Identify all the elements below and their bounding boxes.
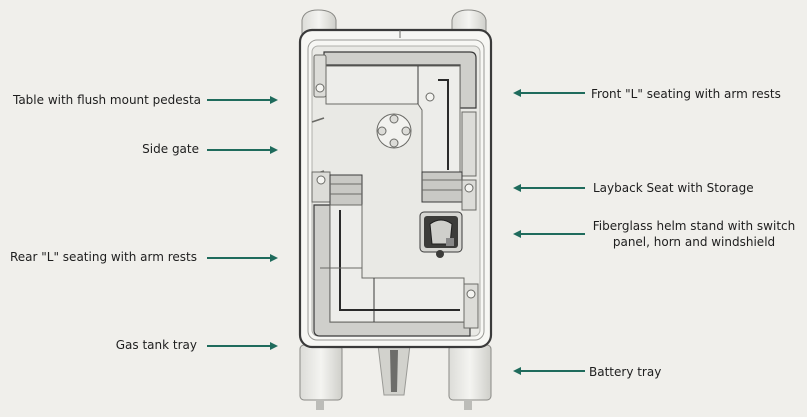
front-l-seating bbox=[313, 51, 477, 177]
label-side-gate: Side gate bbox=[142, 142, 199, 156]
helm-stand bbox=[419, 211, 463, 258]
rear-pontoons bbox=[299, 344, 492, 410]
label-front-seating: Front "L" seating with arm rests bbox=[591, 87, 781, 101]
label-gas-tank: Gas tank tray bbox=[115, 338, 197, 352]
layback-seat bbox=[421, 171, 477, 211]
rear-l-seating bbox=[311, 171, 479, 337]
front-pontoons bbox=[301, 9, 487, 36]
table bbox=[376, 113, 412, 149]
label-table: Table with flush mount pedesta bbox=[12, 93, 201, 107]
label-layback-seat: Layback Seat with Storage bbox=[593, 181, 754, 195]
label-helm: Fiberglass helm stand with switch panel,… bbox=[592, 219, 796, 249]
label-rear-seating: Rear "L" seating with arm rests bbox=[9, 250, 197, 264]
label-battery: Battery tray bbox=[589, 365, 662, 379]
